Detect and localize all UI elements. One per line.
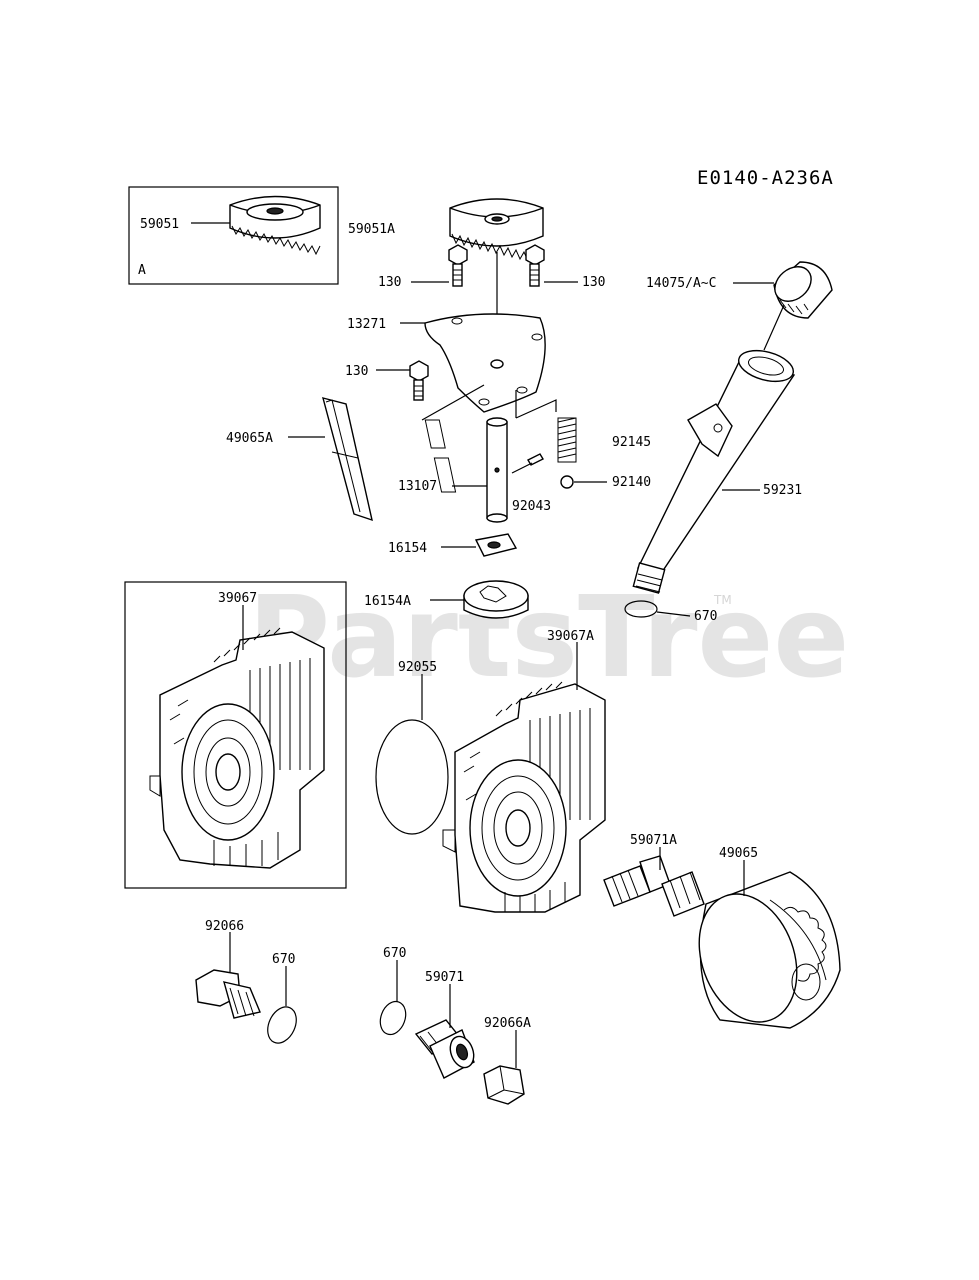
gear-59051a[interactable] [449, 198, 544, 265]
callout-59051a[interactable]: 59051A [348, 222, 395, 237]
callout-92140[interactable]: 92140 [612, 475, 651, 490]
callout-670-left[interactable]: 670 [272, 952, 295, 967]
callout-92055[interactable]: 92055 [398, 660, 437, 675]
watermark: PartsTree [248, 573, 849, 703]
gear-59051[interactable] [229, 195, 321, 256]
housing-39067a[interactable] [442, 681, 606, 913]
fitting-59071[interactable] [414, 1019, 478, 1079]
plug-92066[interactable] [195, 969, 261, 1019]
callout-13271[interactable]: 13271 [347, 317, 386, 332]
oring-92055[interactable] [375, 719, 449, 835]
shaft-13107[interactable] [486, 417, 508, 523]
callout-14075[interactable]: 14075/A~C [646, 276, 716, 291]
callout-670-top[interactable]: 670 [694, 609, 717, 624]
callout-92066[interactable]: 92066 [205, 919, 244, 934]
plug-92066a[interactable] [483, 1065, 525, 1105]
ball-92140[interactable] [560, 475, 574, 489]
callout-13107[interactable]: 13107 [398, 479, 437, 494]
callout-59071[interactable]: 59071 [425, 970, 464, 985]
callout-39067[interactable]: 39067 [218, 591, 257, 606]
screen-49065a[interactable] [322, 397, 457, 522]
nipple-59071a[interactable] [603, 855, 705, 917]
inset-box-a [128, 186, 339, 285]
oring-670-left[interactable] [262, 1002, 302, 1047]
callout-130-right[interactable]: 130 [582, 275, 605, 290]
callout-92145[interactable]: 92145 [612, 435, 651, 450]
rotor-16154a[interactable] [463, 580, 529, 619]
callout-39067a[interactable]: 39067A [547, 629, 594, 644]
tube-59231[interactable] [632, 345, 796, 594]
bolt-130-left[interactable] [448, 244, 468, 287]
callout-59051[interactable]: 59051 [140, 217, 179, 232]
callout-92043[interactable]: 92043 [512, 499, 551, 514]
callout-59231[interactable]: 59231 [763, 483, 802, 498]
callout-49065a[interactable]: 49065A [226, 431, 273, 446]
watermark-tm: TM [713, 593, 732, 607]
callout-92066a[interactable]: 92066A [484, 1016, 531, 1031]
housing-39067[interactable] [149, 627, 325, 869]
diagram-code: E0140-A236A [697, 167, 834, 189]
spring-92145[interactable] [557, 417, 577, 463]
bolt-130-right[interactable] [525, 244, 545, 287]
filter-49065[interactable] [682, 871, 841, 1036]
plate-13271[interactable] [424, 313, 546, 413]
inset-a-tag: A [138, 263, 146, 278]
callout-59071a[interactable]: 59071A [630, 833, 677, 848]
callout-49065[interactable]: 49065 [719, 846, 758, 861]
callout-16154a[interactable]: 16154A [364, 594, 411, 609]
bolt-130-mid[interactable] [409, 360, 429, 401]
callout-670-mid[interactable]: 670 [383, 946, 406, 961]
oring-670-mid[interactable] [376, 998, 410, 1038]
callout-130-left[interactable]: 130 [378, 275, 401, 290]
oring-670-top[interactable] [624, 600, 658, 618]
cap-14075[interactable] [768, 260, 833, 319]
rotor-16154[interactable] [474, 533, 518, 557]
callout-16154[interactable]: 16154 [388, 541, 427, 556]
inset-box-39067 [124, 581, 347, 889]
callout-130-mid[interactable]: 130 [345, 364, 368, 379]
